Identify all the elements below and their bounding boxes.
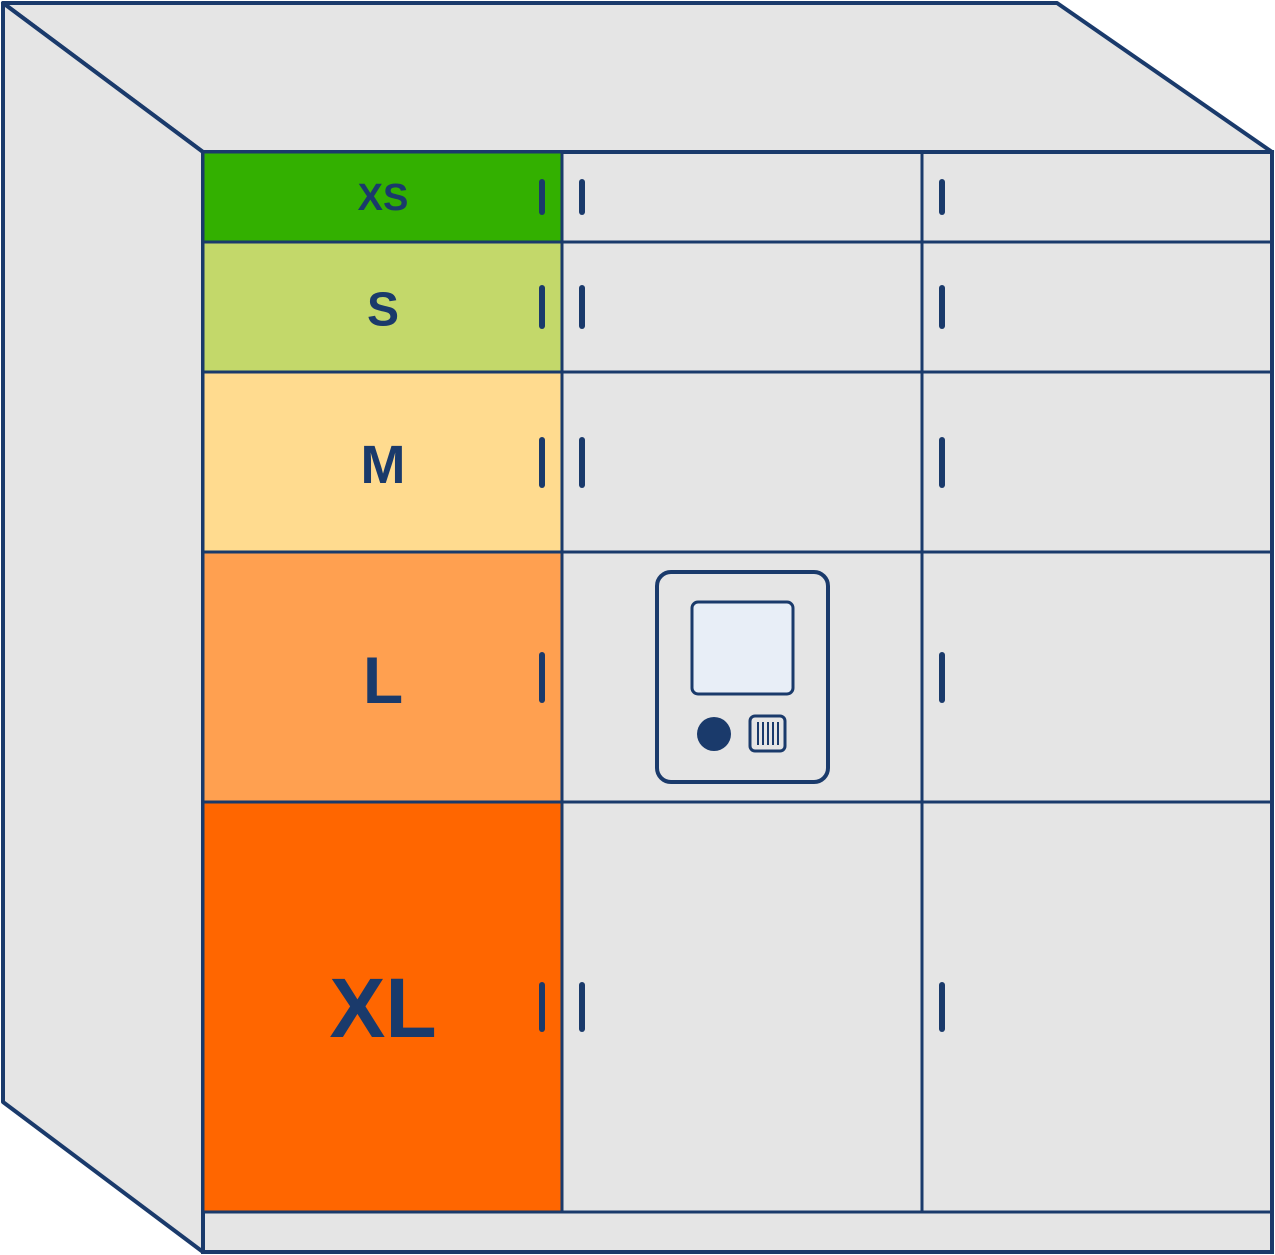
compartment-grid: [203, 152, 1272, 1214]
cabinet-top-face: [1, 1, 1274, 154]
terminal-panel: [655, 570, 830, 784]
size-label-xs: XS: [358, 177, 409, 219]
compartment-l: [201, 550, 564, 804]
cabinet-side-face: [1, 1, 205, 1254]
compartment-xl: [201, 800, 564, 1214]
compartment-m: [201, 370, 564, 554]
screen-icon: [690, 600, 795, 696]
size-label-l: L: [363, 643, 403, 717]
size-label-xl: XL: [329, 961, 436, 1055]
barcode-scanner-icon: [748, 714, 787, 753]
compartment-xs: [201, 150, 564, 244]
door-handles: [539, 179, 945, 1032]
round-button-icon: [697, 717, 731, 751]
size-label-m: M: [361, 435, 406, 495]
size-label-s: S: [367, 284, 399, 337]
